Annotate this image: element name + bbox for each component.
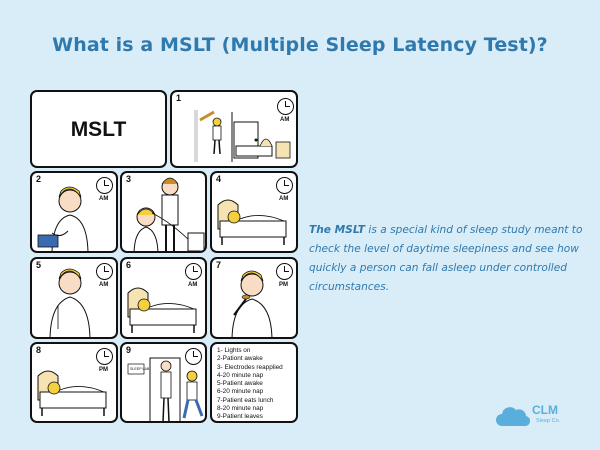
eating-lunch-illustration bbox=[231, 270, 273, 337]
comic-panel-1: 1 AM bbox=[170, 90, 298, 168]
clock-icon bbox=[277, 98, 294, 115]
comic-legend-panel: 1- Lights on 2-Pationt awake 3- Electrod… bbox=[210, 342, 298, 423]
patient-awake-illustration bbox=[49, 268, 91, 337]
time-label: AM bbox=[99, 282, 109, 288]
clock-icon bbox=[276, 263, 293, 280]
comic-panel-3: 3 bbox=[120, 171, 207, 253]
clock-icon bbox=[185, 348, 202, 365]
legend-item: 2-Pationt awake bbox=[217, 355, 263, 363]
legend-item: 6-20 minute nap bbox=[217, 388, 264, 396]
time-label: AM bbox=[99, 196, 109, 202]
electrodes-reapplied-illustration bbox=[133, 177, 205, 251]
nap-illustration bbox=[127, 287, 197, 333]
timeline-legend: 1- Lights on 2-Pationt awake 3- Electrod… bbox=[217, 347, 283, 421]
panel-number: 2 bbox=[36, 174, 42, 184]
time-label: PM bbox=[99, 367, 108, 373]
legend-item: 1- Lights on bbox=[217, 347, 251, 354]
panel-number: 3 bbox=[126, 174, 132, 184]
comic-panel-6: 6 AM bbox=[120, 257, 207, 339]
time-label: AM bbox=[279, 196, 289, 202]
patient-awake-illustration bbox=[37, 186, 89, 251]
legend-item: 4-20 minute nap bbox=[217, 371, 264, 379]
time-label: AM bbox=[188, 282, 198, 288]
logo-tagline: Sleep Co. bbox=[536, 418, 561, 424]
mslt-comic-grid: MSLT 1 AM 2 AM bbox=[30, 90, 298, 423]
logo-name: CLM bbox=[532, 403, 558, 417]
nap-illustration bbox=[217, 199, 287, 245]
panel-number: 1 bbox=[176, 93, 182, 103]
legend-item: 3- Electrodes reapplied bbox=[217, 363, 283, 371]
panel-number: 8 bbox=[36, 345, 42, 355]
comic-panel-8: 8 PM bbox=[30, 342, 118, 423]
panel-number: 6 bbox=[126, 260, 132, 270]
description-lead: The MSLT bbox=[309, 224, 366, 236]
time-label: AM bbox=[280, 117, 290, 123]
comic-panel-7: 7 PM bbox=[210, 257, 298, 339]
patient-leaves-illustration: SLEEP LAB bbox=[127, 357, 204, 421]
comic-panel-4: 4 AM bbox=[210, 171, 298, 253]
clock-icon bbox=[185, 263, 202, 280]
time-label: PM bbox=[279, 282, 288, 288]
comic-panel-9: 9 SLEEP LAB bbox=[120, 342, 207, 423]
sleep-lab-sign: SLEEP LAB bbox=[130, 367, 150, 371]
comic-panel-2: 2 AM bbox=[30, 171, 118, 253]
comic-header-label: MSLT bbox=[70, 118, 127, 141]
panel-number: 7 bbox=[216, 260, 222, 270]
clock-icon bbox=[96, 177, 113, 194]
clock-icon bbox=[276, 177, 293, 194]
clock-icon bbox=[96, 263, 113, 280]
cloud-icon bbox=[496, 407, 530, 427]
comic-header-panel: MSLT bbox=[30, 90, 167, 168]
lights-on-illustration bbox=[194, 110, 291, 162]
panel-number: 9 bbox=[126, 345, 132, 355]
comic-panel-5: 5 AM bbox=[30, 257, 118, 339]
page-title: What is a MSLT (Multiple Sleep Latency T… bbox=[52, 34, 548, 56]
panel-number: 5 bbox=[36, 260, 42, 270]
legend-item: 7-Patient eats lunch bbox=[217, 396, 274, 404]
description-text: The MSLT is a special kind of sleep stud… bbox=[309, 221, 593, 297]
clock-icon bbox=[96, 348, 113, 365]
legend-item: 8-20 minute nap bbox=[217, 405, 264, 413]
description-body: is a special kind of sleep study meant t… bbox=[309, 224, 583, 293]
clm-logo: CLM Sleep Co. bbox=[496, 402, 576, 432]
legend-item: 9-Patient leaves bbox=[217, 413, 263, 421]
nap-illustration bbox=[37, 370, 107, 416]
legend-item: 5-Patient awake bbox=[217, 380, 263, 388]
panel-number: 4 bbox=[216, 174, 222, 184]
